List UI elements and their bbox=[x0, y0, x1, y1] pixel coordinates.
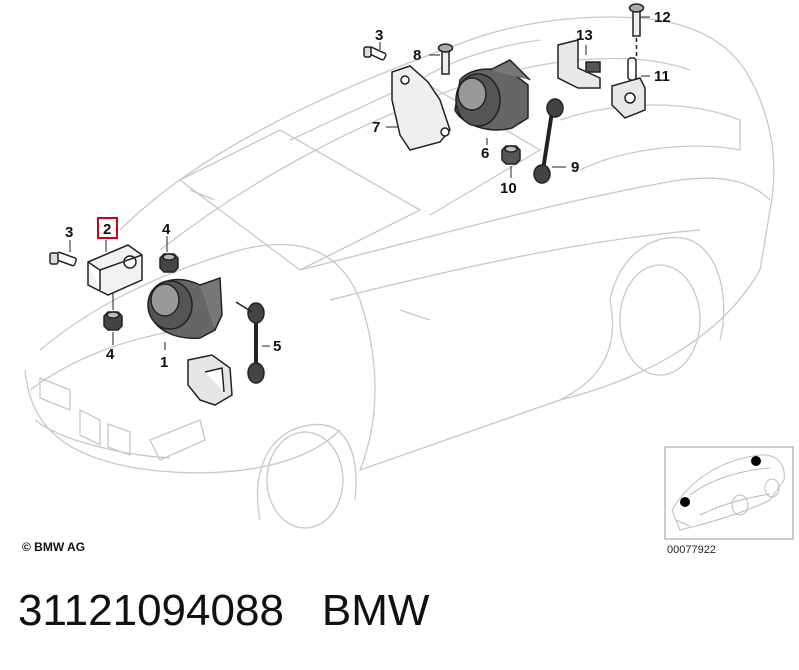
reference-code: 00077922 bbox=[667, 544, 716, 556]
sensor-bracket bbox=[187, 354, 233, 406]
location-dot-front bbox=[680, 497, 690, 507]
callout-10: 10 bbox=[500, 180, 517, 197]
callout-13: 13 bbox=[576, 27, 593, 44]
leader-lines bbox=[69, 16, 650, 350]
location-inset bbox=[664, 446, 794, 540]
bolt-3-rear bbox=[363, 46, 387, 61]
bracket-2 bbox=[87, 244, 143, 296]
callout-6: 6 bbox=[481, 145, 489, 162]
callout-3-front: 3 bbox=[65, 224, 73, 241]
bracket-7 bbox=[391, 65, 451, 151]
callout-12: 12 bbox=[654, 9, 671, 26]
level-sensor-6 bbox=[454, 59, 531, 131]
bolt-3-front bbox=[49, 251, 77, 267]
part-number: 31121094088 bbox=[18, 586, 284, 635]
bracket-11 bbox=[611, 57, 646, 119]
location-dot-rear bbox=[751, 456, 761, 466]
callout-5: 5 bbox=[273, 338, 281, 355]
callout-4-upper: 4 bbox=[162, 221, 171, 238]
car-outline bbox=[24, 16, 775, 529]
link-rod-9 bbox=[533, 98, 564, 184]
callout-11: 11 bbox=[654, 68, 670, 85]
highlight-box bbox=[97, 217, 118, 239]
bolt-8 bbox=[437, 43, 454, 75]
bushing-10 bbox=[501, 145, 521, 165]
callout-7: 7 bbox=[372, 119, 380, 136]
callout-1: 1 bbox=[160, 354, 168, 371]
callout-8: 8 bbox=[413, 47, 421, 64]
nut-4-lower bbox=[103, 311, 123, 331]
brand: BMW bbox=[321, 586, 430, 635]
copyright: © BMW AG bbox=[22, 540, 86, 554]
callout-3-rear: 3 bbox=[375, 27, 383, 44]
nut-4-upper bbox=[159, 253, 179, 273]
bracket-13 bbox=[557, 39, 601, 89]
parts-diagram: 1 2 3 3 4 4 5 6 7 8 9 10 11 12 13 bbox=[24, 3, 794, 540]
callout-4-lower: 4 bbox=[106, 346, 115, 363]
bolt-12 bbox=[628, 3, 645, 56]
callout-9: 9 bbox=[571, 159, 579, 176]
callout-numbers: 1 2 3 3 4 4 5 6 7 8 9 10 11 12 13 bbox=[65, 9, 671, 371]
link-rod-5 bbox=[235, 301, 265, 384]
callout-2: 2 bbox=[103, 221, 111, 238]
level-sensor-1 bbox=[147, 276, 223, 339]
front-sensor-assembly bbox=[49, 244, 265, 406]
rear-sensor-assembly bbox=[363, 3, 646, 184]
footer: 31121094088 BMW bbox=[18, 586, 429, 636]
